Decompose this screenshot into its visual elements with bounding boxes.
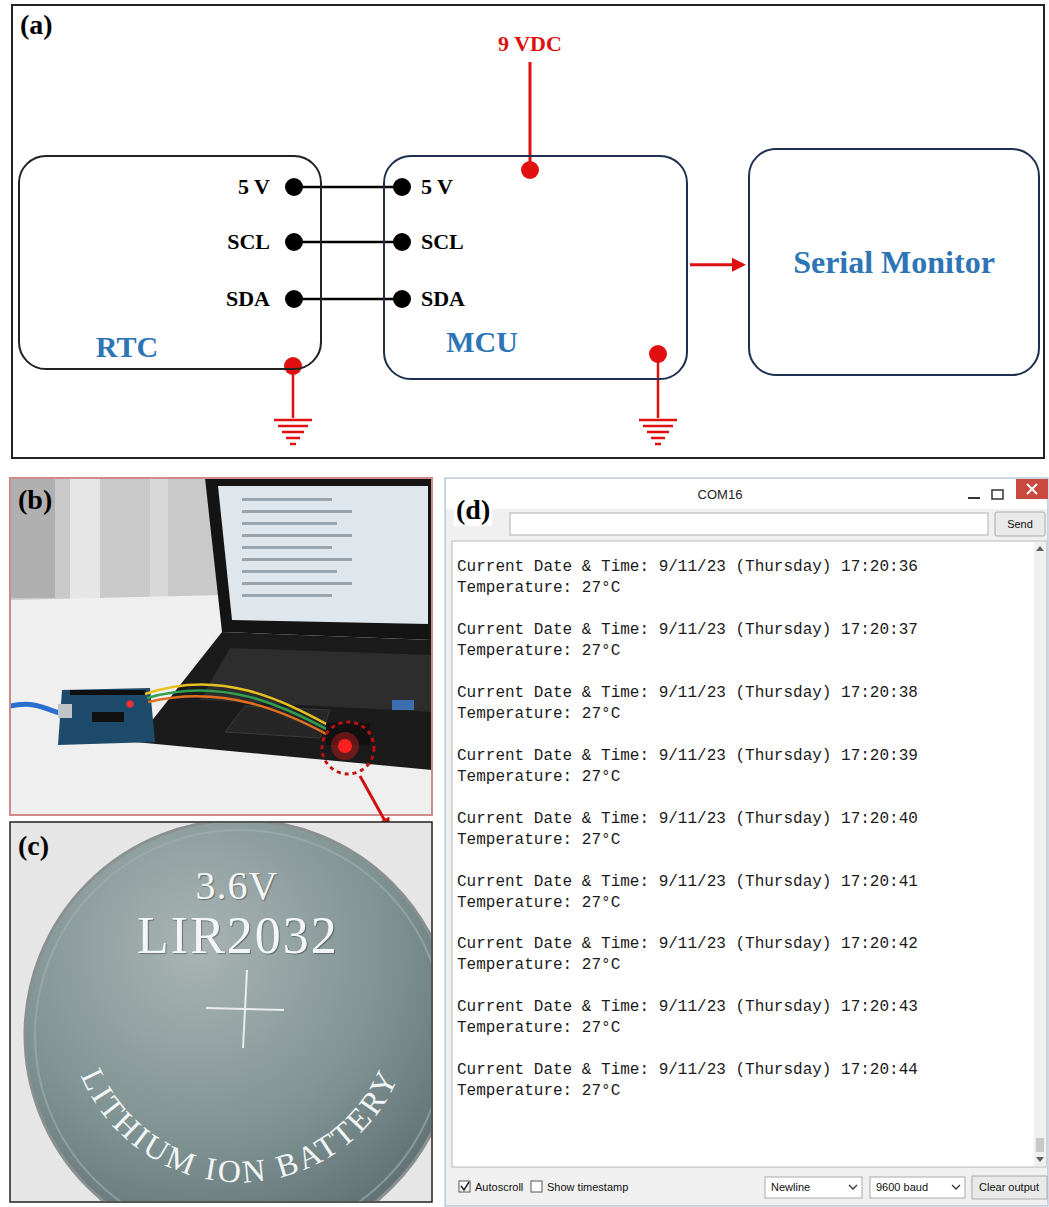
mcu-box: 5 V SCL SDA MCU bbox=[383, 155, 688, 380]
battery-print: LITHIUM ION BATTERY bbox=[74, 1062, 406, 1189]
battery-print: 3.6V bbox=[196, 862, 279, 909]
serial-output-line: Current Date & Time: 9/11/23 (Thursday) … bbox=[457, 684, 918, 702]
panel-label: (b) bbox=[18, 484, 52, 516]
serial-output-line: Temperature: 27°C bbox=[457, 705, 620, 723]
serial-output-line: Current Date & Time: 9/11/23 (Thursday) … bbox=[457, 558, 918, 576]
connector-line bbox=[294, 298, 402, 301]
panel-label: (a) bbox=[20, 9, 53, 41]
button-label: Send bbox=[1007, 518, 1033, 530]
pin-dot bbox=[285, 233, 303, 251]
pin-name: SDA bbox=[421, 286, 465, 312]
button-label: Clear output bbox=[979, 1181, 1039, 1193]
block-name: Serial Monitor bbox=[793, 244, 995, 281]
block-name: RTC bbox=[96, 330, 158, 364]
serial-output-line: Temperature: 27°C bbox=[457, 1082, 620, 1100]
pin-name: 5 V bbox=[238, 174, 270, 200]
serial-output-line: Temperature: 27°C bbox=[457, 1019, 620, 1037]
arrow-head bbox=[732, 258, 746, 272]
serial-output-line: Current Date & Time: 9/11/23 (Thursday) … bbox=[457, 873, 918, 891]
serial-output-line: Current Date & Time: 9/11/23 (Thursday) … bbox=[457, 998, 918, 1016]
wire bbox=[294, 299, 402, 300]
battery-print: LIR2032 bbox=[137, 906, 339, 965]
serial-output-line: Current Date & Time: 9/11/23 (Thursday) … bbox=[457, 935, 918, 953]
wire bbox=[294, 242, 402, 243]
serial-output-line: Temperature: 27°C bbox=[457, 894, 620, 912]
dropdown-value: 9600 baud bbox=[876, 1181, 928, 1193]
serial-output-line: Temperature: 27°C bbox=[457, 956, 620, 974]
wire bbox=[294, 187, 402, 188]
pin-dot bbox=[393, 178, 411, 196]
power-line bbox=[521, 62, 539, 179]
serial-monitor-window bbox=[445, 478, 1048, 1206]
panel-label: (d) bbox=[454, 494, 492, 526]
pin-name: SCL bbox=[421, 229, 464, 255]
serial-output-line: Current Date & Time: 9/11/23 (Thursday) … bbox=[457, 621, 918, 639]
battery-print: LITHIUM ION BATTERY bbox=[74, 1062, 406, 1189]
dropdown-value: Newline bbox=[771, 1181, 810, 1193]
battery-photo bbox=[10, 820, 455, 1207]
checkbox-label: Show timestamp bbox=[547, 1181, 628, 1193]
pin-dot bbox=[393, 290, 411, 308]
pin-dot bbox=[393, 233, 411, 251]
signal-arrow bbox=[690, 258, 746, 272]
pin-dot bbox=[285, 290, 303, 308]
connector-line bbox=[294, 241, 402, 244]
serial-output-line: Current Date & Time: 9/11/23 (Thursday) … bbox=[457, 810, 918, 828]
serial-output-line: Temperature: 27°C bbox=[457, 831, 620, 849]
block-name: MCU bbox=[446, 325, 518, 359]
rtc-module-box: 5 V SCL SDA RTC bbox=[18, 155, 322, 370]
checkbox-label: Autoscroll bbox=[475, 1181, 523, 1193]
pin-dot bbox=[285, 178, 303, 196]
connector-line bbox=[294, 186, 402, 189]
supply-voltage: 9 VDC bbox=[498, 31, 562, 57]
serial-output-line: Current Date & Time: 9/11/23 (Thursday) … bbox=[457, 1061, 918, 1079]
serial-output-line: Temperature: 27°C bbox=[457, 768, 620, 786]
serial-output-line: Current Date & Time: 9/11/23 (Thursday) … bbox=[457, 747, 918, 765]
ground-symbol bbox=[639, 345, 677, 444]
connector-line bbox=[690, 263, 734, 266]
serial-output-line: Temperature: 27°C bbox=[457, 579, 620, 597]
pin-name: SCL bbox=[227, 229, 270, 255]
pin-name: 5 V bbox=[421, 174, 453, 200]
panel-label: (c) bbox=[18, 830, 49, 862]
window-title: COM16 bbox=[698, 487, 743, 502]
panel-frame bbox=[12, 5, 1044, 458]
pin-name: SDA bbox=[226, 286, 270, 312]
serial-monitor-box: Serial Monitor bbox=[748, 148, 1040, 376]
serial-output-line: Temperature: 27°C bbox=[457, 642, 620, 660]
ground-symbol bbox=[274, 357, 312, 444]
setup-photo bbox=[10, 478, 432, 815]
